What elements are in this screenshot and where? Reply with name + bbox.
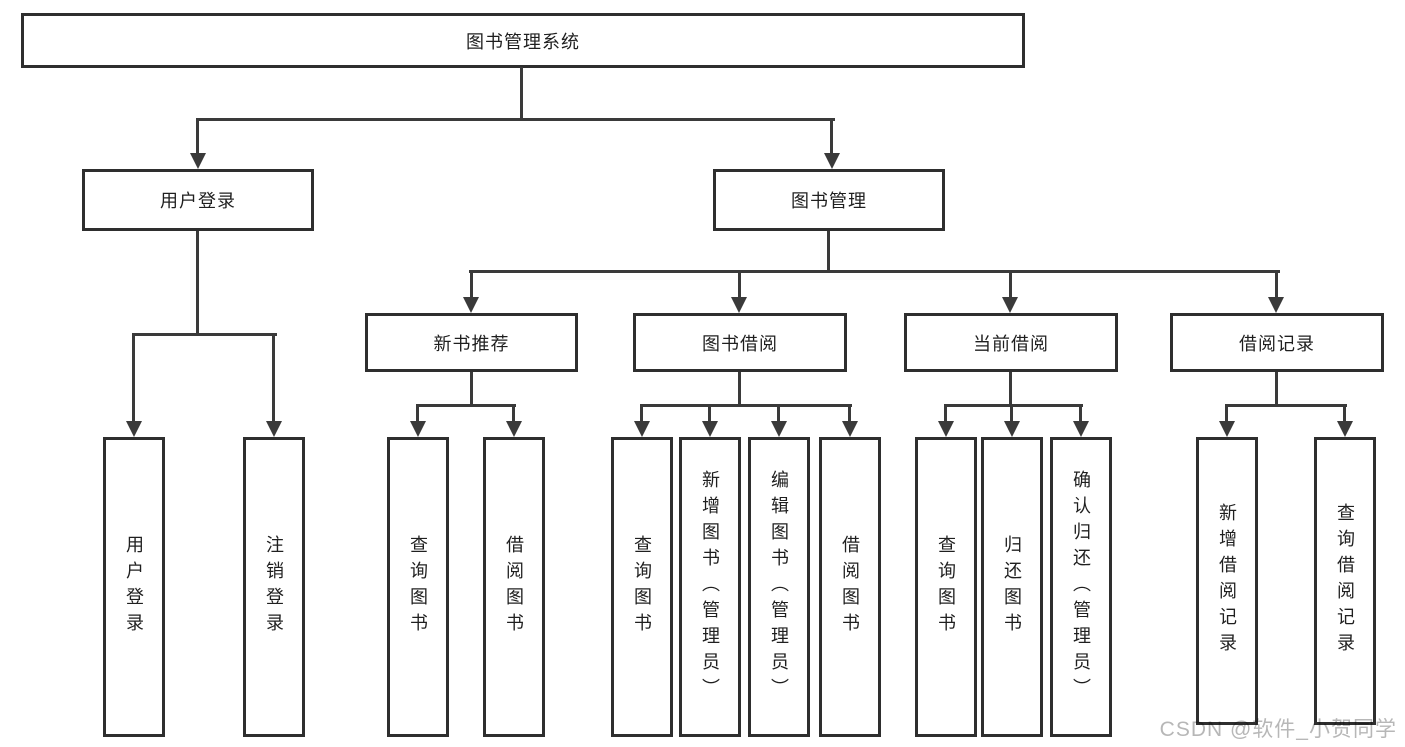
leaf-query-books-1: 查询图书: [387, 437, 449, 737]
leaf-query-borrow-record: 查询借阅记录: [1314, 437, 1376, 725]
leaf-query-books-2: 查询图书: [611, 437, 673, 737]
node-root-label: 图书管理系统: [466, 31, 580, 52]
arrow-down-icon: [506, 421, 522, 437]
arrow-down-icon: [1219, 421, 1235, 437]
connector-line: [1225, 404, 1347, 407]
node-new-book-recommend-label: 新书推荐: [433, 333, 510, 354]
connector-line: [738, 270, 741, 297]
arrow-down-icon: [266, 421, 282, 437]
connector-line: [196, 118, 835, 121]
node-book-borrow: 图书借阅: [633, 313, 847, 372]
connector-line: [512, 404, 515, 421]
arrow-down-icon: [938, 421, 954, 437]
arrow-down-icon: [126, 421, 142, 437]
arrow-down-icon: [702, 421, 718, 437]
connector-line: [848, 404, 851, 421]
node-borrow-records-label: 借阅记录: [1239, 333, 1315, 354]
leaf-add-borrow-record-label: 新增借阅记录: [1217, 503, 1237, 659]
connector-line: [1010, 404, 1013, 421]
connector-line: [640, 404, 852, 407]
connector-line: [708, 404, 711, 421]
connector-line: [416, 404, 419, 421]
arrow-down-icon: [634, 421, 650, 437]
node-user-login: 用户登录: [82, 169, 314, 231]
arrow-down-icon: [463, 297, 479, 313]
leaf-user-login: 用户登录: [103, 437, 165, 737]
leaf-return-books: 归还图书: [981, 437, 1043, 737]
leaf-add-borrow-record: 新增借阅记录: [1196, 437, 1258, 725]
connector-line: [1225, 404, 1228, 421]
arrow-down-icon: [842, 421, 858, 437]
connector-line: [777, 404, 780, 421]
leaf-user-login-label: 用户登录: [124, 535, 144, 639]
connector-line: [470, 270, 473, 297]
leaf-borrow-books-1: 借阅图书: [483, 437, 545, 737]
leaf-edit-books-admin: 编辑图书（管理员）: [748, 437, 810, 737]
arrow-down-icon: [1268, 297, 1284, 313]
node-current-borrow: 当前借阅: [904, 313, 1118, 372]
leaf-borrow-books-2-label: 借阅图书: [840, 535, 860, 639]
leaf-logout-label: 注销登录: [264, 535, 284, 639]
leaf-query-books-1-label: 查询图书: [408, 535, 428, 639]
arrow-down-icon: [410, 421, 426, 437]
connector-line: [944, 404, 947, 421]
leaf-query-books-3-label: 查询图书: [936, 535, 956, 639]
connector-line: [470, 372, 473, 407]
node-user-login-label: 用户登录: [160, 191, 236, 211]
leaf-confirm-return-admin-label: 确认归还（管理员）: [1071, 470, 1091, 704]
connector-line: [469, 270, 1280, 273]
leaf-query-books-2-label: 查询图书: [632, 535, 652, 639]
connector-line: [1343, 404, 1346, 421]
connector-line: [272, 333, 275, 421]
arrow-down-icon: [190, 153, 206, 169]
node-book-borrow-label: 图书借阅: [702, 333, 778, 354]
connector-line: [738, 372, 741, 407]
leaf-logout: 注销登录: [243, 437, 305, 737]
connector-line: [196, 118, 199, 154]
connector-line: [827, 231, 830, 273]
connector-line: [132, 333, 135, 421]
leaf-confirm-return-admin: 确认归还（管理员）: [1050, 437, 1112, 737]
arrow-down-icon: [1002, 297, 1018, 313]
leaf-add-books-admin: 新增图书（管理员）: [679, 437, 741, 737]
arrow-down-icon: [1004, 421, 1020, 437]
arrow-down-icon: [1337, 421, 1353, 437]
connector-line: [1009, 270, 1012, 297]
connector-line: [830, 118, 833, 154]
connector-line: [640, 404, 643, 421]
connector-line: [196, 231, 199, 334]
arrow-down-icon: [1073, 421, 1089, 437]
connector-line: [1079, 404, 1082, 421]
arrow-down-icon: [771, 421, 787, 437]
connector-line: [944, 404, 1083, 407]
leaf-return-books-label: 归还图书: [1002, 535, 1022, 639]
leaf-query-borrow-record-label: 查询借阅记录: [1335, 503, 1355, 659]
leaf-borrow-books-2: 借阅图书: [819, 437, 881, 737]
leaf-borrow-books-1-label: 借阅图书: [504, 535, 524, 639]
node-book-management-label: 图书管理: [791, 191, 867, 211]
arrow-down-icon: [731, 297, 747, 313]
arrow-down-icon: [824, 153, 840, 169]
connector-line: [1009, 372, 1012, 407]
connector-line: [1275, 372, 1278, 407]
node-new-book-recommend: 新书推荐: [365, 313, 578, 372]
connector-line: [520, 67, 523, 121]
node-current-borrow-label: 当前借阅: [973, 333, 1049, 354]
node-root: 图书管理系统: [21, 13, 1025, 68]
node-borrow-records: 借阅记录: [1170, 313, 1384, 372]
node-book-management: 图书管理: [713, 169, 945, 231]
connector-line: [132, 333, 277, 336]
csdn-watermark: CSDN @软件_小贺同学: [1159, 718, 1397, 741]
connector-line: [416, 404, 516, 407]
leaf-query-books-3: 查询图书: [915, 437, 977, 737]
leaf-add-books-admin-label: 新增图书（管理员）: [700, 470, 720, 704]
leaf-edit-books-admin-label: 编辑图书（管理员）: [769, 470, 789, 704]
connector-line: [1275, 270, 1278, 297]
